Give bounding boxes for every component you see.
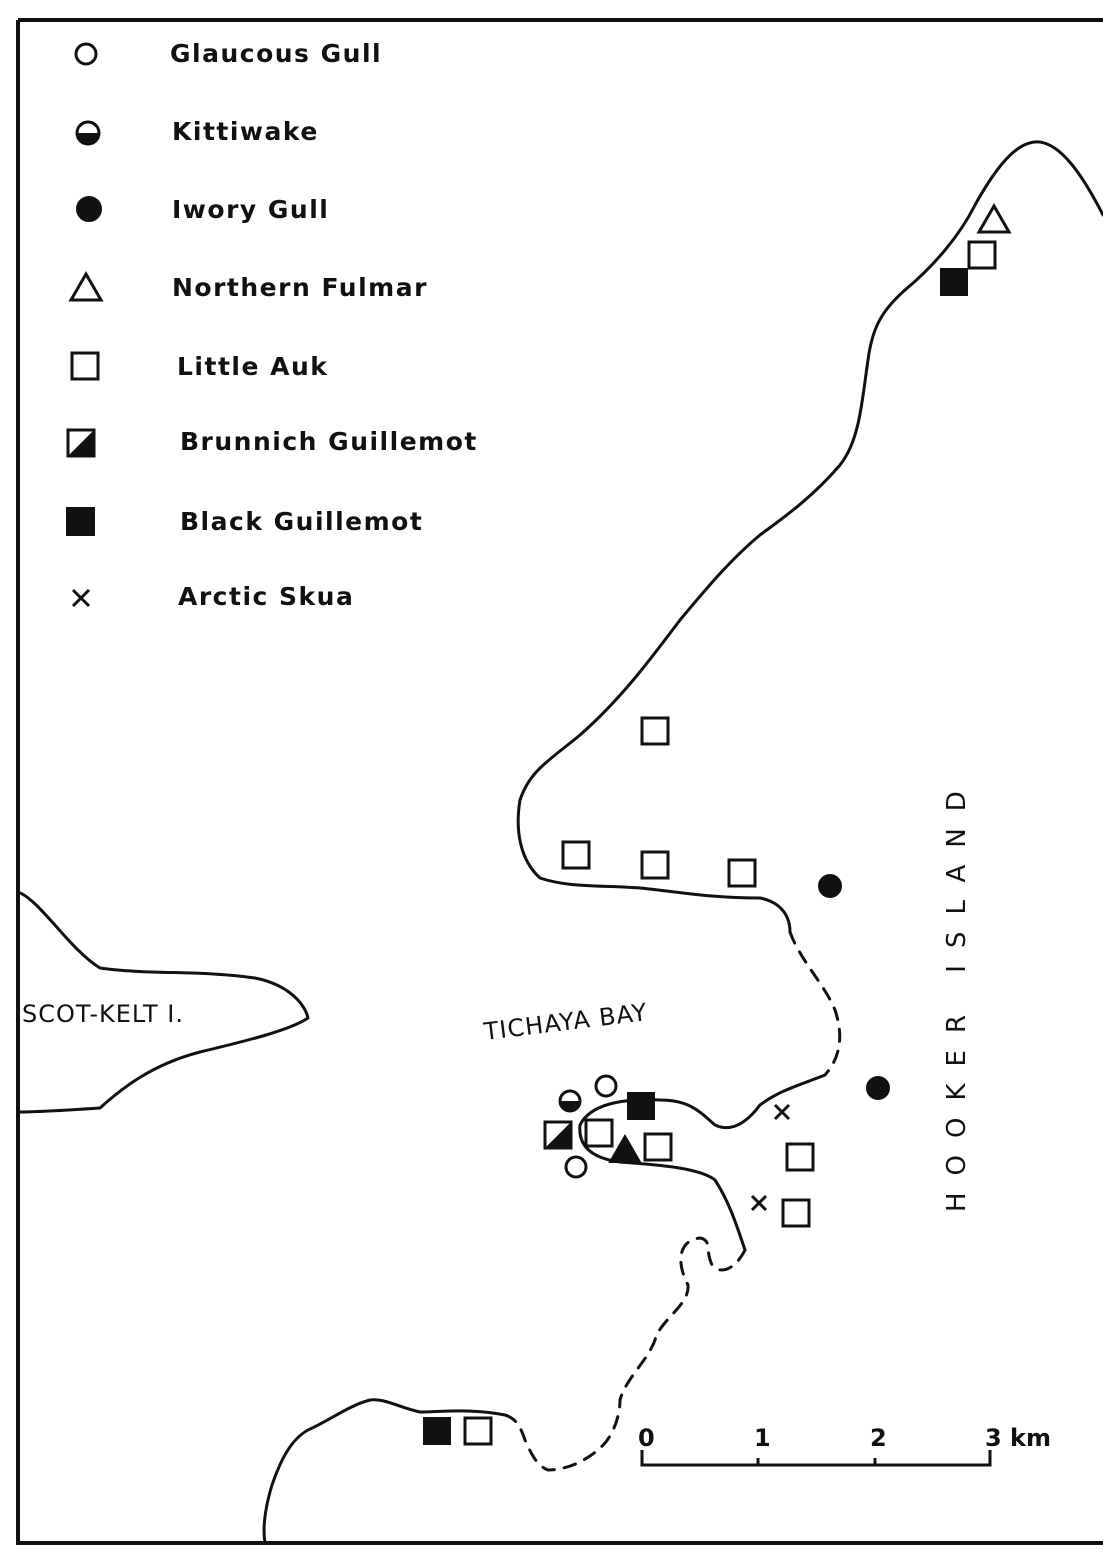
hooker-island-coastline-north	[516, 140, 1103, 934]
hooker-island-label: HOOKER ISLAND	[942, 774, 972, 1212]
little-auk-legend-icon	[70, 351, 100, 381]
arctic-skua-legend-icon	[71, 588, 91, 608]
little-auk-marker	[640, 716, 670, 746]
scale-tick-1: 1	[754, 1424, 771, 1452]
kittiwake-legend-icon	[75, 120, 101, 146]
glaucous-gull-legend-icon	[74, 42, 98, 66]
hooker-island-coastline-dashed-east	[788, 930, 842, 1077]
colony-markers	[423, 202, 1012, 1446]
black-guillemot-legend-icon	[66, 507, 95, 536]
hooker-island-coastline-southwest	[262, 1398, 507, 1545]
scot-kelt-island-coastline	[16, 890, 310, 1114]
scale-bar-line	[640, 1450, 992, 1467]
black-guillemot-marker	[940, 268, 968, 296]
kittiwake-marker	[558, 1089, 582, 1113]
map-frame	[16, 18, 1103, 1545]
legend-label-ivory-gull: Iwory Gull	[172, 195, 329, 224]
little-auk-marker	[781, 1198, 811, 1228]
ivory-gull-marker	[866, 1076, 890, 1100]
little-auk-marker	[463, 1416, 493, 1446]
ivory-gull-legend-icon	[76, 196, 102, 222]
brunnich-guillemot-marker	[543, 1120, 573, 1150]
hooker-island-coastline-peninsula	[578, 1073, 827, 1252]
legend-label-glaucous-gull: Glaucous Gull	[170, 39, 382, 68]
tichaya-bay-label: TICHAYA BAY	[481, 998, 649, 1046]
scale-bar: 0 1 2 3 km	[638, 1424, 1051, 1467]
hooker-island-coastline-dashed-south	[503, 1236, 747, 1472]
little-auk-marker	[967, 240, 997, 270]
little-auk-marker	[561, 840, 591, 870]
black-guillemot-marker	[423, 1417, 451, 1445]
fulmar-legend-icon	[68, 270, 104, 302]
little-auk-marker	[584, 1118, 614, 1148]
legend-label-little-auk: Little Auk	[177, 352, 328, 381]
glaucous-gull-marker	[594, 1074, 618, 1098]
glaucous-gull-marker	[564, 1155, 588, 1179]
fulmar-marker	[976, 202, 1012, 234]
scale-end-label: 3 km	[985, 1424, 1051, 1452]
little-auk-marker	[640, 850, 670, 880]
arctic-skua-marker	[773, 1103, 791, 1121]
little-auk-marker	[727, 858, 757, 888]
arctic-skua-marker	[750, 1194, 768, 1212]
legend-label-brunnich-guillemot: Brunnich Guillemot	[180, 427, 478, 456]
scale-tick-0: 0	[638, 1424, 655, 1452]
ivory-gull-marker	[818, 874, 842, 898]
legend-label-arctic-skua: Arctic Skua	[178, 582, 354, 611]
legend: Glaucous Gull Kittiwake Iwory Gull North…	[66, 39, 478, 611]
little-auk-marker	[643, 1132, 673, 1162]
legend-label-kittiwake: Kittiwake	[172, 117, 319, 146]
brunnich-guillemot-legend-icon	[66, 428, 96, 458]
legend-label-northern-fulmar: Northern Fulmar	[172, 273, 428, 302]
black-guillemot-marker	[627, 1092, 655, 1120]
filled-triangle-marker	[608, 1133, 642, 1163]
scot-kelt-island-label: SCOT-KELT I.	[22, 1000, 184, 1028]
little-auk-marker	[785, 1142, 815, 1172]
scale-tick-2: 2	[870, 1424, 887, 1452]
legend-label-black-guillemot: Black Guillemot	[180, 507, 423, 536]
